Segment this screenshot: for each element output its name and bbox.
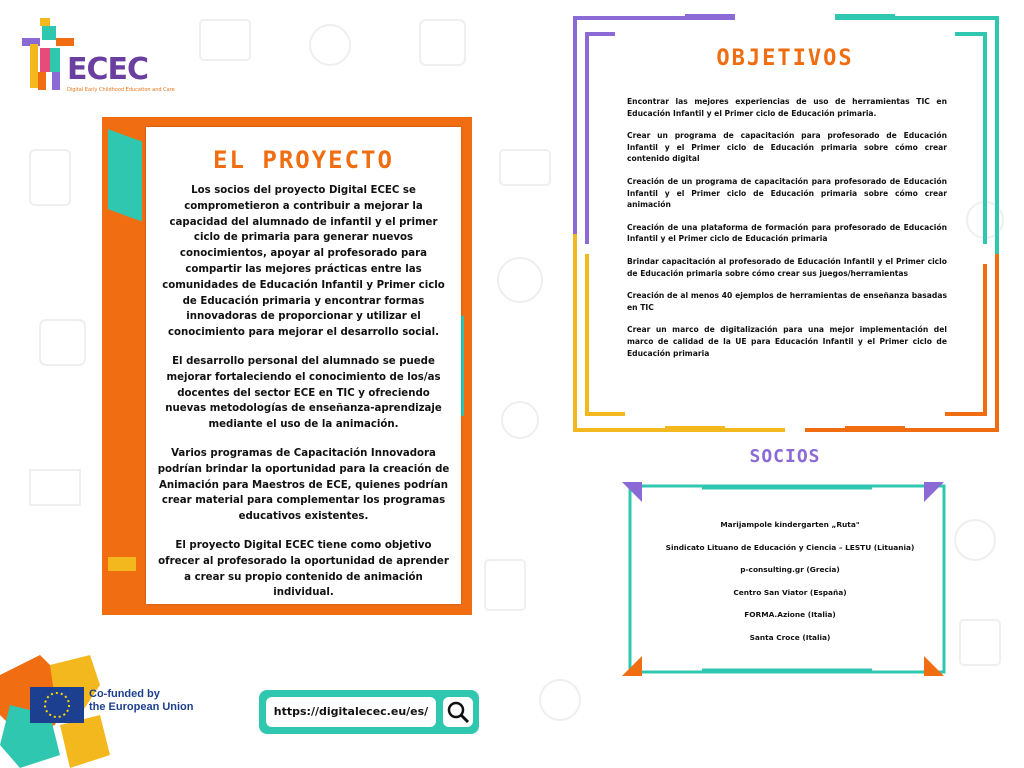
objetivo-item: Creación de una plataforma de formación … (627, 222, 947, 244)
objetivos-list: Encontrar las mejores experiencias de us… (627, 96, 947, 370)
objetivos-title: OBJETIVOS (716, 46, 854, 71)
objetivo-item: Creación de un programa de capacitación … (627, 176, 947, 210)
socio-item: p-consulting.gr (Grecia) (740, 565, 840, 574)
eu-puzzle-graphic (0, 655, 110, 768)
proyecto-body: Los socios del proyecto Digital ECEC se … (156, 183, 451, 614)
socios-frame (622, 482, 946, 676)
objetivo-item: Creación de al menos 40 ejemplos de herr… (627, 291, 947, 312)
proyecto-paragraph: El proyecto Digital ECEC tiene como obje… (158, 539, 449, 599)
digital-ecec-logo (18, 14, 148, 96)
logo-text: ECEC (67, 52, 149, 87)
socios-list: Marijampole kindergarten „Ruta" Sindicat… (640, 520, 940, 655)
website-link[interactable]: https://digitalecec.eu/es/ (266, 697, 436, 727)
proyecto-card (146, 127, 461, 604)
eu-cofunded-label: Co-funded by the European Union (89, 688, 194, 714)
objetivos-frame (573, 14, 999, 432)
socios-title: SOCIOS (749, 446, 821, 467)
proyecto-paragraph: El desarrollo personal del alumnado se p… (165, 355, 442, 431)
objetivo-item: Brindar capacitación al profesorado de E… (627, 256, 947, 278)
logo-figure-icon (22, 18, 74, 90)
socio-item: Centro San Viator (España) (733, 587, 847, 597)
socio-item: FORMA.Azione (Italia) (744, 610, 836, 619)
eu-line-1: Co-funded by (89, 688, 160, 700)
socio-item: Marijampole kindergarten „Ruta" (720, 520, 860, 529)
socio-item: Sindicato Lituano de Educación y Ciencia… (665, 542, 915, 552)
objetivo-item: Encontrar las mejores experiencias de us… (627, 97, 947, 118)
objetivo-item: Crear un programa de capacitación para p… (627, 131, 947, 164)
socio-item: Santa Croce (Italia) (749, 632, 831, 642)
proyecto-paragraph: Los socios del proyecto Digital ECEC se … (162, 185, 445, 339)
search-button[interactable] (443, 697, 473, 727)
search-icon (447, 701, 470, 724)
objetivo-item: Crear un marco de digitalización para un… (627, 325, 947, 358)
logo-subtitle: Digital Early Childhood Education and Ca… (67, 87, 175, 93)
proyecto-title: EL PROYECTO (213, 146, 394, 174)
proyecto-paragraph: Varios programas de Capacitación Innovad… (157, 447, 450, 523)
eu-line-2: the European Union (89, 701, 194, 713)
